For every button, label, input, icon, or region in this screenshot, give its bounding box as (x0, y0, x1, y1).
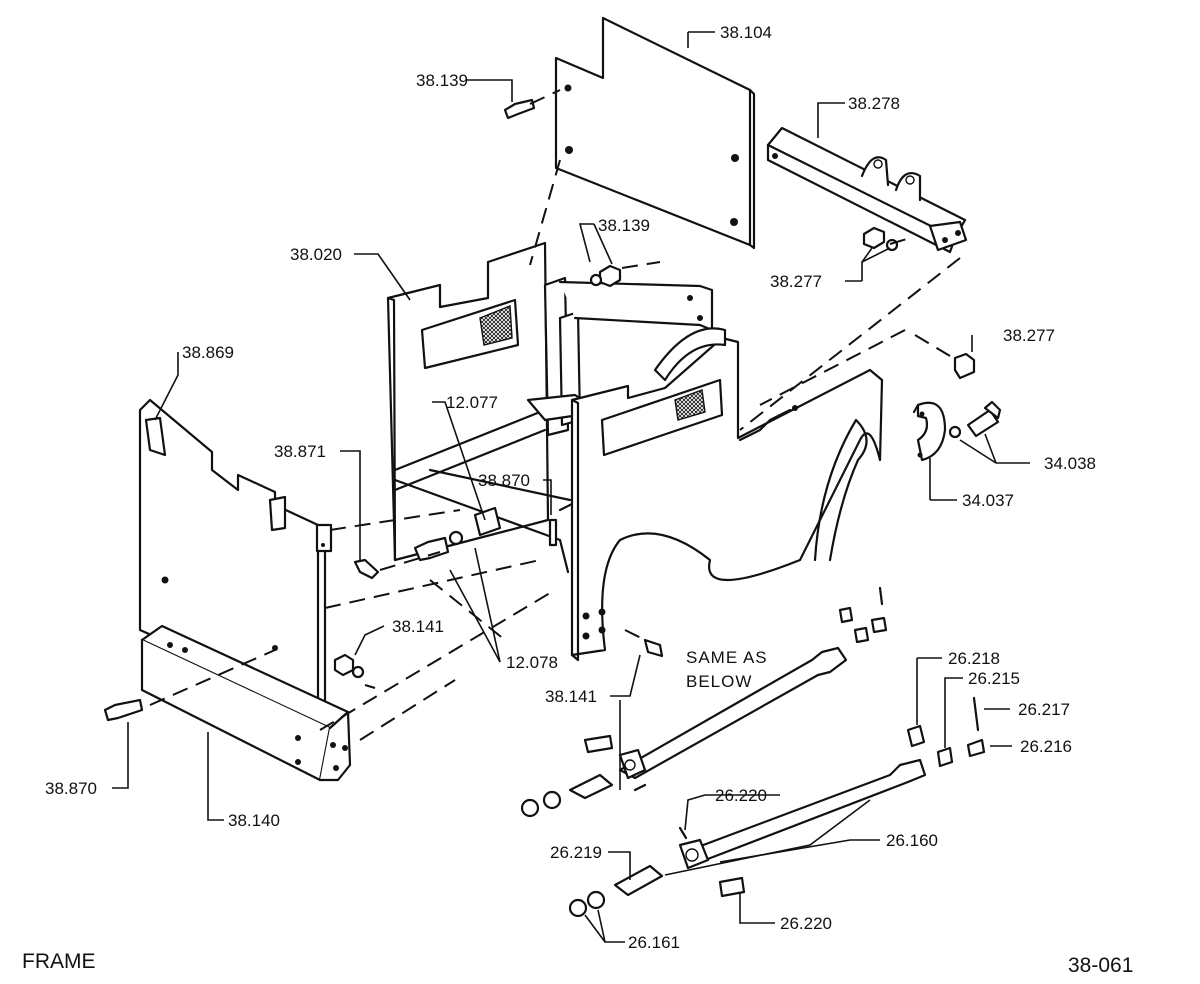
callout-26216: 26.216 (1020, 737, 1072, 756)
rear-panel (386, 241, 550, 562)
callout-34038: 34.038 (1044, 454, 1096, 473)
clamp (912, 400, 1002, 462)
front-beam (140, 624, 352, 782)
lower-link (568, 696, 986, 918)
drawing-number: 38-061 (1068, 954, 1133, 977)
callout-38140: 38.140 (228, 811, 280, 830)
callout-34037: 34.037 (962, 491, 1014, 510)
top-plate (554, 16, 756, 250)
callout-38139-nut: 38.139 (598, 216, 650, 235)
callout-26219: 26.219 (550, 843, 602, 862)
callout-26220-bottom: 26.220 (780, 914, 832, 933)
inner-frame (393, 276, 714, 574)
callout-38870-mid: 38.870 (478, 471, 530, 490)
callout-38020: 38.020 (290, 245, 342, 264)
callout-38141-nut: 38.141 (392, 617, 444, 636)
callout-26160: 26.160 (886, 831, 938, 850)
callout-26218: 26.218 (948, 649, 1000, 668)
upper-link (520, 586, 888, 818)
callout-38139: 38.139 (416, 71, 468, 90)
callout-labels: 38.104 38.139 38.278 38.139 38.020 38.27… (22, 23, 1133, 977)
side-panel (570, 327, 884, 662)
callout-38104: 38.104 (720, 23, 772, 42)
callout-38277-nut: 38.277 (770, 272, 822, 291)
assembly-lines (149, 89, 961, 741)
callout-38278: 38.278 (848, 94, 900, 113)
rear-bracket (766, 126, 968, 254)
callout-26220-top: 26.220 (715, 786, 767, 805)
note-below: BELOW (686, 672, 752, 691)
leader-lines (112, 31, 1030, 943)
callout-38277-bolt: 38.277 (1003, 326, 1055, 345)
callout-26217: 26.217 (1018, 700, 1070, 719)
callout-38141-bolt: 38.141 (545, 687, 597, 706)
callout-38870-bottom: 38.870 (45, 779, 97, 798)
callout-38871: 38.871 (274, 442, 326, 461)
callout-26161: 26.161 (628, 933, 680, 952)
hardware (103, 98, 976, 722)
callout-26215: 26.215 (968, 669, 1020, 688)
callout-38869: 38.869 (182, 343, 234, 362)
callout-12077: 12.077 (446, 393, 498, 412)
diagram-title: FRAME (22, 950, 96, 973)
note-same-as: SAME AS (686, 648, 768, 667)
callout-12078: 12.078 (506, 653, 558, 672)
